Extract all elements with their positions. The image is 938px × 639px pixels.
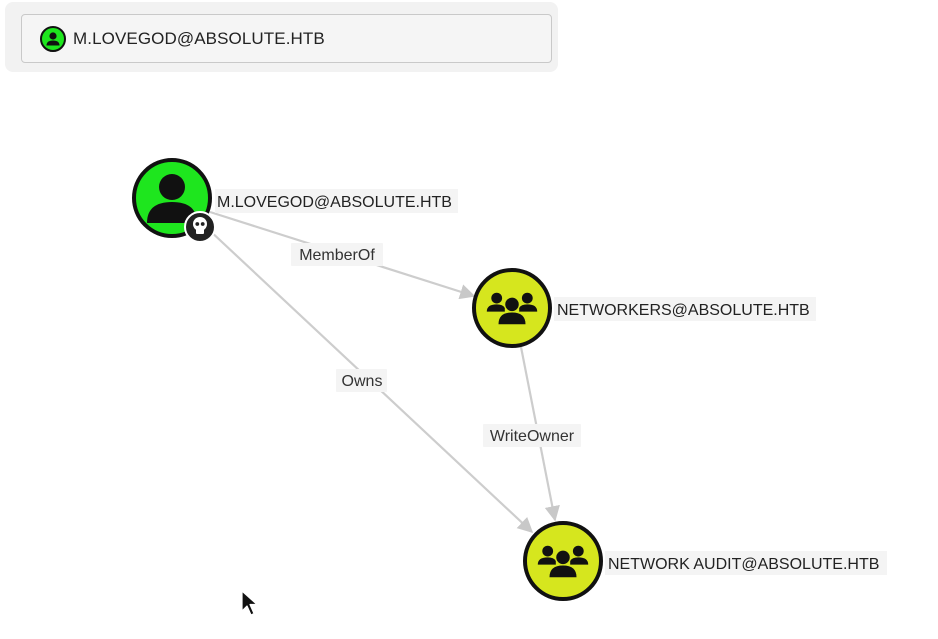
user-icon (147, 174, 197, 223)
node-label-user: M.LOVEGOD@ABSOLUTE.HTB (217, 194, 452, 211)
edge-memberof[interactable]: MemberOf (209, 210, 476, 300)
edge-owns[interactable]: Owns (206, 227, 534, 534)
mouse-pointer-icon (241, 590, 258, 616)
edge-label-owns: Owns (342, 373, 383, 390)
node-label-networkers: NETWORKERS@ABSOLUTE.HTB (557, 302, 810, 319)
node-user[interactable]: M.LOVEGOD@ABSOLUTE.HTB (132, 158, 458, 243)
edge-writeowner[interactable]: WriteOwner (483, 346, 581, 522)
search-value: M.LOVEGOD@ABSOLUTE.HTB (73, 28, 325, 48)
skull-icon (184, 211, 216, 243)
search-input[interactable]: M.LOVEGOD@ABSOLUTE.HTB (21, 14, 552, 63)
node-network-audit[interactable]: NETWORK AUDIT@ABSOLUTE.HTB (523, 521, 887, 601)
node-label-network-audit: NETWORK AUDIT@ABSOLUTE.HTB (608, 556, 879, 573)
node-networkers[interactable]: NETWORKERS@ABSOLUTE.HTB (472, 268, 816, 348)
edge-label-writeowner: WriteOwner (490, 428, 575, 445)
search-panel: M.LOVEGOD@ABSOLUTE.HTB (5, 2, 558, 72)
edge-label-memberof: MemberOf (299, 247, 375, 264)
user-icon (40, 25, 66, 52)
